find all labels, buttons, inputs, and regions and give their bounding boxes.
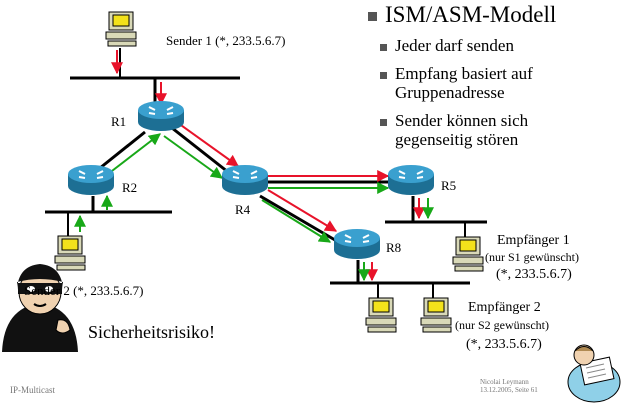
router-r1-icon [138,101,184,131]
bullet-main-text: ISM/ASM-Modell [385,2,557,27]
router-r8-icon [334,229,380,259]
recv2-note: (nur S2 gewünscht) [455,318,549,332]
bullet-sub-text: Empfang basiert auf [395,64,533,83]
computer-recv2b-icon [420,297,452,333]
bullet-square-icon [368,12,377,22]
s2-arrow-r2-r1 [107,133,161,175]
computer-sender2-icon [54,235,86,271]
bullet-square-icon [380,43,387,51]
bullet-sub-1: Jeder darf senden [380,36,514,56]
recv1-title: Empfänger 1 [497,233,570,248]
link-r4-r8 [259,194,336,242]
bullet-sub-3-cont: gegenseitig stören [395,130,518,150]
reader-icon [567,344,621,403]
recv2-title: Empfänger 2 [468,300,541,315]
s1-arrow-r4-r8 [267,189,338,232]
r4-label: R4 [235,202,251,217]
bullet-sub-3: Sender können sich [380,111,528,131]
bullet-square-icon [380,118,387,126]
s2-arrow-r4-r8 [261,199,332,243]
r5-label: R5 [441,178,457,193]
warning-text: Sicherheitsrisiko! [88,322,215,342]
r8-label: R8 [386,240,402,255]
s1-arrow-r1-r4 [177,122,239,167]
footer-author: Nicolai Leymann [480,378,529,386]
sender2-label: Sender 2 (*, 233.5.6.7) [24,283,144,298]
s2-arrow-r1-r4 [163,135,223,179]
bullet-square-icon [380,71,387,79]
burglar-icon [2,264,78,352]
recv1-group: (*, 233.5.6.7) [496,267,572,282]
router-r5-icon [388,165,434,195]
footer-date-page: 13.12.2005, Seite 61 [480,386,538,394]
router-r4-icon [222,165,268,195]
bullet-main: ISM/ASM-Modell [368,2,556,28]
r1-label: R1 [111,114,127,129]
computer-recv1-icon [452,236,484,272]
footer-left: IP-Multicast [10,385,55,395]
computer-sender1-icon [105,11,137,47]
bullet-sub-text: Jeder darf senden [395,36,514,55]
link-r1-r2 [99,130,146,170]
recv1-note: (nur S1 gewünscht) [485,250,579,264]
bullet-sub-2-cont: Gruppenadresse [395,83,505,103]
bullet-sub-text: Sender können sich [395,111,529,130]
recv2-group: (*, 233.5.6.7) [466,337,542,352]
bullet-sub-2: Empfang basiert auf [380,64,533,84]
computer-recv2a-icon [365,297,397,333]
bullet-sub-text: gegenseitig stören [395,130,519,149]
sender1-label: Sender 1 (*, 233.5.6.7) [166,33,286,48]
r2-label: R2 [122,180,138,195]
router-r2-icon [68,165,114,195]
link-r1-r4 [171,126,229,174]
bullet-sub-text: Gruppenadresse [395,83,505,102]
